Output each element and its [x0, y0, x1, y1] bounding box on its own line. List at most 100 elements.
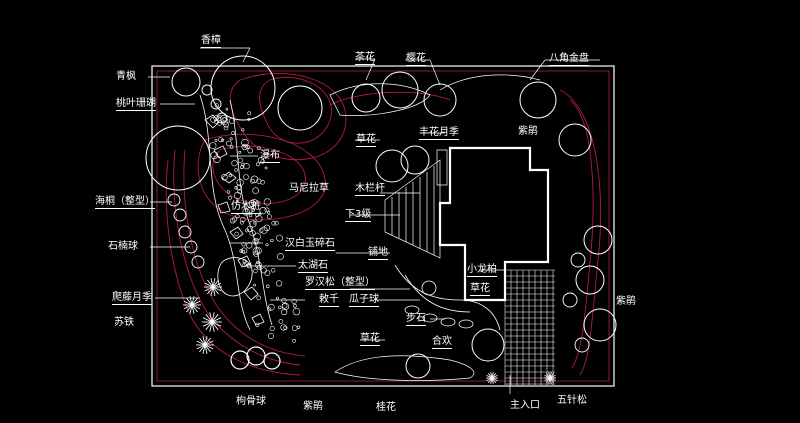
gravel-dot	[267, 210, 271, 214]
gravel-dot	[210, 151, 219, 160]
gravel-dot	[249, 178, 255, 184]
gravel-dot	[255, 162, 260, 167]
gravel-dot	[252, 187, 259, 194]
gravel-dot	[245, 228, 250, 233]
shrub-balls	[167, 84, 590, 353]
gravel-dot	[281, 297, 287, 304]
label-pubu: 瀑布	[260, 150, 280, 163]
label-zijuan-right: 紫鹃	[616, 296, 636, 307]
gravel-dot	[278, 319, 284, 324]
gravel-dot	[276, 234, 283, 242]
gravel-dot	[265, 243, 269, 247]
gravel-dot	[281, 302, 288, 309]
starburst-plant	[202, 312, 222, 332]
gravel-dot	[259, 207, 267, 215]
label-panteng: 爬藤月季	[112, 292, 152, 305]
gravel-dot	[228, 174, 232, 178]
label-zhurukou: 主入口	[510, 400, 540, 411]
label-sutie: 苏铁	[114, 317, 134, 328]
label-caohua-top: 草花	[356, 134, 376, 147]
gravel-dot	[246, 242, 253, 249]
gravel-dot	[252, 238, 260, 245]
gravel-dot	[242, 208, 250, 216]
gravel-dot	[240, 216, 246, 223]
gravel-dot	[234, 186, 238, 190]
gravel-dot	[250, 198, 258, 206]
gravel-dot	[252, 247, 261, 255]
gravel-dot	[263, 198, 271, 206]
gravel-dot	[271, 268, 276, 273]
gravel-dot	[254, 240, 258, 244]
gravel-dot	[236, 178, 244, 187]
gravel-dot	[228, 195, 232, 200]
starburst-plant	[196, 336, 214, 354]
label-xiangzhang: 香樟	[201, 35, 221, 48]
gravel-dot	[234, 168, 238, 172]
gravel-dot	[236, 184, 243, 191]
house-outline	[438, 146, 550, 302]
starburst-plant	[183, 296, 201, 314]
gravel-dot	[223, 125, 229, 131]
label-haitong: 海桐（整型）	[95, 196, 155, 209]
gravel-dot	[221, 174, 228, 181]
label-mulangan: 木栏杆	[355, 183, 385, 196]
label-suqian: 敕千	[319, 294, 339, 307]
gravel-dot	[253, 268, 258, 274]
gravel-dot	[296, 325, 301, 329]
gravel-dot	[241, 162, 245, 166]
gravel-dot	[255, 215, 263, 223]
gravel-dot	[292, 307, 301, 316]
gravel-dot	[280, 324, 287, 331]
gravel-dot	[267, 303, 275, 311]
gravel-dot	[213, 115, 219, 121]
gravel-dot	[265, 284, 270, 289]
gravel-dot	[240, 165, 244, 169]
gravel-dot	[241, 143, 248, 151]
gravel-dot	[267, 332, 274, 339]
label-caohua-mid: 草花	[470, 283, 490, 296]
gravel-dot	[241, 242, 246, 247]
gravel-dot	[247, 111, 252, 116]
gravel-dot	[246, 263, 250, 267]
gravel-dot	[260, 267, 267, 274]
gravel-dot	[241, 250, 245, 254]
gravel-dot	[266, 214, 272, 220]
label-manila: 马尼拉草	[289, 183, 329, 194]
label-zijuan-bottom: 紫鹃	[303, 401, 323, 412]
label-guihua: 桂花	[376, 402, 396, 413]
gravel-dot	[229, 137, 233, 141]
gravel-dot	[235, 199, 239, 203]
label-xia3ji: 下3级	[345, 209, 372, 222]
gravel-dot	[255, 322, 260, 327]
gravel-dot	[218, 137, 224, 143]
gravel-dot	[239, 249, 244, 253]
gravel-dot	[237, 188, 242, 194]
gravel-dot	[270, 238, 274, 243]
gravel-dot	[253, 232, 261, 241]
gravel-dot	[209, 142, 217, 150]
label-bushi: 步石	[406, 313, 426, 326]
gravel-dot	[291, 325, 298, 331]
specimen-plants	[183, 278, 556, 384]
gravel-dot	[256, 146, 261, 151]
gravel-dot	[214, 138, 218, 142]
gravel-dot	[291, 298, 297, 304]
gravel-dot	[243, 174, 249, 180]
gravel-dot	[278, 305, 282, 310]
label-taoye: 桃叶珊瑚	[116, 98, 156, 111]
label-chahua: 茶花	[355, 52, 375, 65]
entrance-paving	[504, 269, 555, 385]
gravel-dot	[260, 159, 265, 164]
gravel-dot	[218, 115, 222, 119]
gravel-dot	[274, 221, 279, 226]
label-caohua-low: 草花	[360, 333, 380, 346]
gravel-dot	[248, 200, 256, 208]
gravel-dot	[248, 213, 253, 218]
gravel-dot	[234, 231, 239, 237]
contour-lines	[165, 73, 602, 376]
gravel-dot	[281, 302, 290, 311]
gravel-dot	[247, 147, 253, 154]
gravel-dot	[234, 191, 242, 200]
gravel-dot	[293, 303, 297, 308]
gravel-dot	[264, 166, 268, 170]
